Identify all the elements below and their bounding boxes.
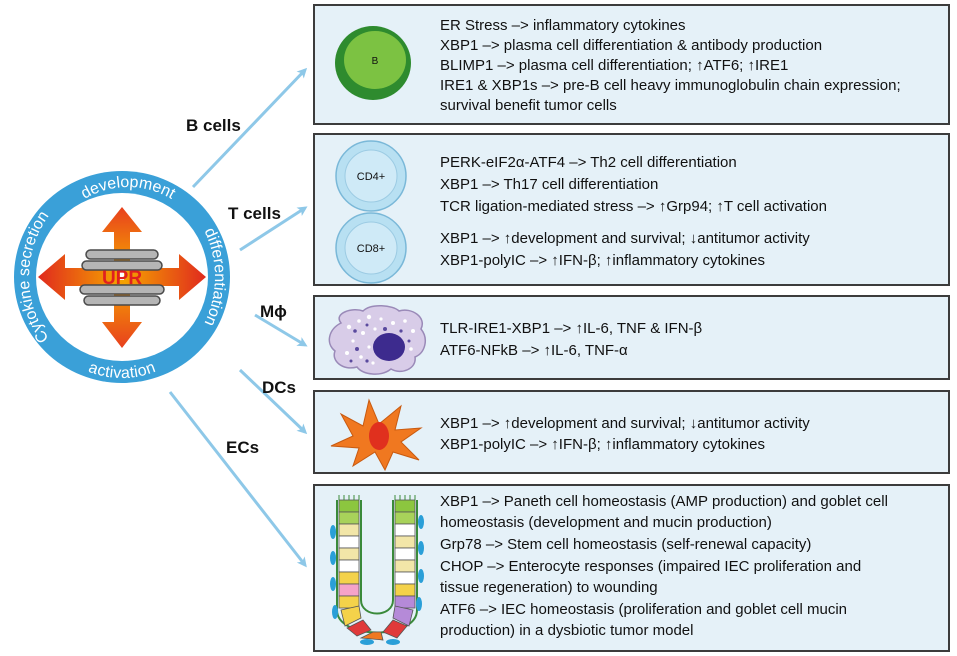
- panel-b-cells: B ER Stress –> inflammatory cytokines XB…: [313, 4, 950, 125]
- b-cell-label: B: [372, 56, 379, 67]
- branch-label-b-cells: B cells: [186, 116, 241, 135]
- intestinal-crypt-icon: [330, 495, 424, 645]
- t-cd8-line-1: XBP1 –> ↑development and survival; ↓anti…: [440, 230, 810, 247]
- dendritic-cell-icon: [330, 398, 423, 472]
- arrow-macrophage: [254, 313, 308, 347]
- m-line-2: ATF6-NFkB –> ↑IL-6, TNF-α: [440, 342, 628, 359]
- t-cd8-line-2: XBP1-polyIC –> ↑IFN-β; ↑inflammatory cyt…: [440, 252, 765, 269]
- dc-line-2: XBP1-polyIC –> ↑IFN-β; ↑inflammatory cyt…: [440, 436, 765, 453]
- cd4-cell-icon: CD4+: [335, 140, 407, 212]
- branch-label-macrophage: Mϕ: [260, 302, 287, 321]
- ec-line-2: homeostasis (development and mucin produ…: [440, 514, 772, 531]
- b-line-2: XBP1 –> plasma cell differentiation & an…: [440, 37, 823, 54]
- cd8-label: CD8+: [357, 243, 385, 255]
- ec-line-5: tissue regeneration) to wounding: [440, 579, 658, 596]
- panel-t-cells: CD4+ CD8+ PERK-eIF2α-ATF4 –> Th2 cell di…: [313, 133, 950, 286]
- branch-label-dcs: DCs: [262, 378, 297, 397]
- ec-line-3: Grp78 –> Stem cell homeostasis (self-ren…: [440, 536, 812, 553]
- cd4-label: CD4+: [357, 171, 385, 183]
- t-cd4-line-2: XBP1 –> Th17 cell differentiation: [440, 176, 659, 193]
- b-cell-icon: B: [335, 26, 411, 100]
- b-line-3: BLIMP1 –> plasma cell differentiation; ↑…: [440, 57, 789, 74]
- macrophage-icon: [328, 305, 427, 375]
- m-line-1: TLR-IRE1-XBP1 –> ↑IL-6, TNF & IFN-β: [440, 320, 703, 337]
- ec-line-1: XBP1 –> Paneth cell homeostasis (AMP pro…: [440, 493, 888, 510]
- ec-line-7: production) in a dysbiotic tumor model: [440, 622, 694, 639]
- arrow-t-cells: [239, 206, 308, 252]
- arrow-b-cells: [191, 67, 308, 189]
- ec-line-6: ATF6 –> IEC homeostasis (proliferation a…: [440, 601, 847, 618]
- b-line-1: ER Stress –> inflammatory cytokines: [440, 17, 686, 34]
- arrow-dcs: [238, 368, 308, 435]
- panel-ecs: XBP1 –> Paneth cell homeostasis (AMP pro…: [313, 484, 950, 652]
- t-cd4-line-3: TCR ligation-mediated stress –> ↑Grp94; …: [440, 198, 827, 215]
- arrow-ecs: [168, 391, 307, 568]
- dc-line-1: XBP1 –> ↑development and survival; ↓anti…: [440, 415, 810, 432]
- panel-macrophage: TLR-IRE1-XBP1 –> ↑IL-6, TNF & IFN-β ATF6…: [313, 295, 950, 380]
- branch-label-ecs: ECs: [226, 438, 260, 457]
- t-cd4-line-1: PERK-eIF2α-ATF4 –> Th2 cell differentiat…: [440, 154, 737, 171]
- branch-label-t-cells: T cells: [228, 204, 281, 223]
- panel-dcs: XBP1 –> ↑development and survival; ↓anti…: [313, 390, 950, 474]
- b-line-5: survival benefit tumor cells: [440, 97, 617, 114]
- ec-line-4: CHOP –> Enterocyte responses (impaired I…: [440, 558, 862, 575]
- b-line-4: IRE1 & XBP1s –> pre-B cell heavy immunog…: [440, 77, 901, 94]
- cd8-cell-icon: CD8+: [335, 212, 407, 284]
